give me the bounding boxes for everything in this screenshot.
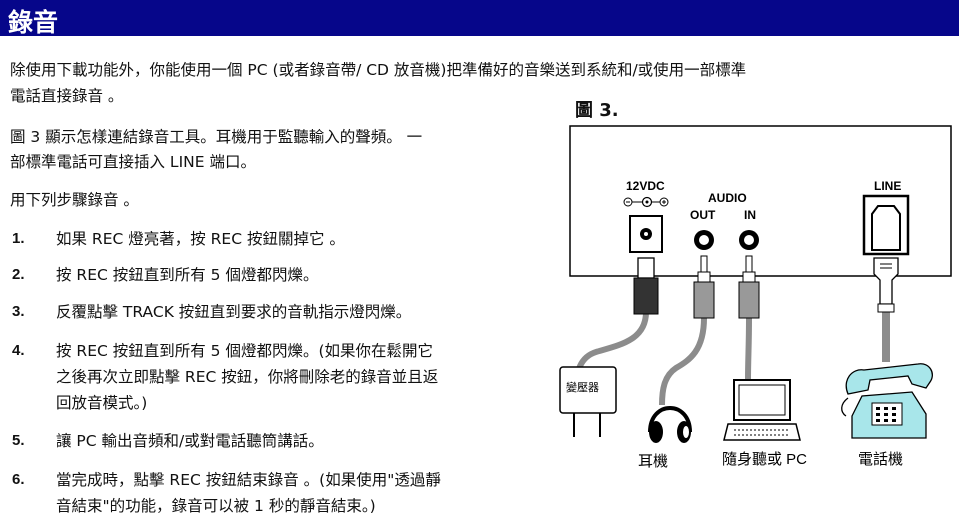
phone-line-jack-icon (862, 194, 910, 256)
figure-title: 圖 3. (575, 100, 619, 121)
dc-plug-icon (633, 257, 659, 315)
step-number: 5. (12, 432, 25, 449)
audio-in-jack-icon (739, 230, 759, 250)
header-bar: 錄音 (0, 0, 959, 37)
step-text: 回放音模式。) (56, 394, 148, 412)
headphones-icon (648, 406, 692, 443)
laptop-icon (723, 379, 801, 441)
step-text: 讓 PC 輸出音頻和/或對電話聽筒講話。 (56, 432, 324, 450)
line-label: LINE (874, 179, 901, 193)
pc-caption: 隨身聽或 PC (722, 451, 807, 468)
step-text: 當完成時，點擊 REC 按鈕結束錄音 。(如果使用"透過靜 (56, 471, 441, 489)
para3: 用下列步驟錄音 。 (10, 191, 139, 209)
adapter-label: 變壓器 (566, 380, 599, 394)
step-text: 音結束"的功能，錄音可以被 1 秒的靜音結束。) (56, 497, 376, 515)
step-number: 3. (12, 303, 25, 320)
step-text: 按 REC 按鈕直到所有 5 個燈都閃爍。 (56, 266, 319, 284)
audio-label: AUDIO (708, 191, 747, 205)
headphone-cable (659, 317, 707, 406)
phone-plug-icon (873, 257, 899, 313)
dc-jack-icon (629, 215, 663, 253)
step-text: 之後再次立即點擊 REC 按鈕，你將刪除老的錄音並且返 (56, 368, 439, 386)
audio-out-plug-icon (693, 255, 715, 319)
para2-line-2: 部標準電話可直接插入 LINE 端口。 (10, 153, 256, 171)
step-number: 6. (12, 471, 25, 488)
telephone-icon (841, 363, 933, 439)
power-adapter-icon (559, 366, 617, 437)
dc-label: 12VDC (626, 179, 665, 193)
step-number: 2. (12, 266, 25, 283)
in-label: IN (744, 208, 756, 222)
polarity-icon (623, 196, 669, 208)
step-text: 如果 REC 燈亮著，按 REC 按鈕關掉它 。 (56, 230, 345, 248)
audio-out-jack-icon (694, 230, 714, 250)
audio-in-plug-icon (738, 255, 760, 319)
intro-line-1: 除使用下載功能外，你能使用一個 PC (或者錄音帶/ CD 放音機)把準備好的音… (10, 61, 747, 79)
step-number: 4. (12, 342, 25, 359)
intro-line-2: 電話直接錄音 。 (10, 87, 124, 105)
phone-caption: 電話機 (858, 451, 903, 468)
para2-line-1: 圖 3 顯示怎樣連結錄音工具。耳機用于監聽輸入的聲頻。 一 (10, 128, 423, 146)
page-title: 錄音 (8, 8, 59, 37)
pc-cable (745, 317, 752, 381)
out-label: OUT (690, 208, 716, 222)
step-text: 反覆點擊 TRACK 按鈕直到要求的音軌指示燈閃爍。 (56, 303, 412, 321)
step-number: 1. (12, 230, 25, 247)
headphones-caption: 耳機 (638, 453, 668, 470)
step-text: 按 REC 按鈕直到所有 5 個燈都閃爍。(如果你在鬆開它 (56, 342, 434, 360)
